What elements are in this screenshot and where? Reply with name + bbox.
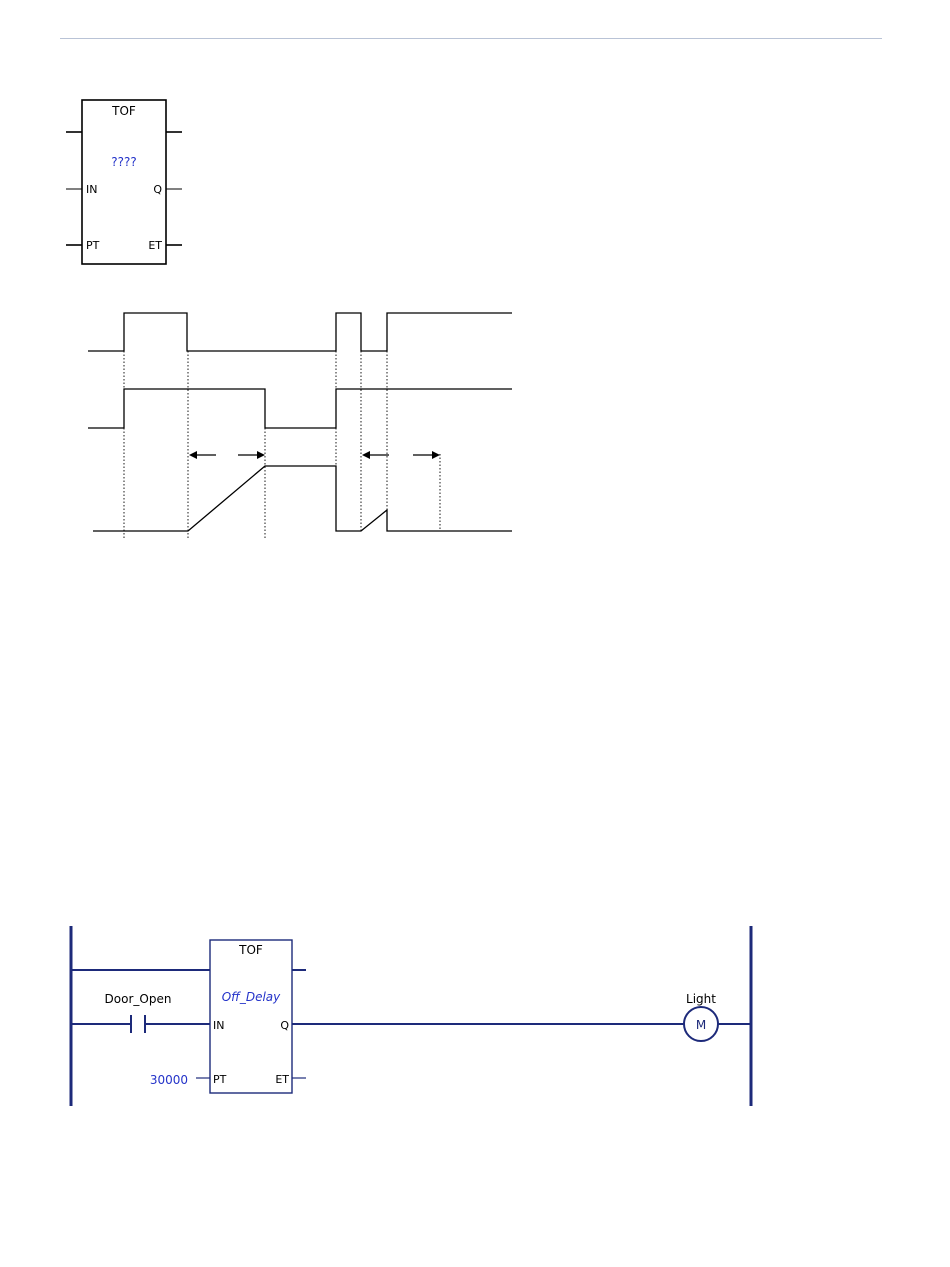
pt-arrowheads: [189, 451, 440, 459]
timing-guides: [124, 351, 440, 540]
in-signal-trace: [88, 313, 512, 351]
contact-label: Door_Open: [105, 992, 172, 1006]
timing-diagram: [88, 313, 512, 540]
et-signal-trace: [93, 466, 512, 531]
ladder-fb-name: TOF: [238, 943, 263, 957]
ladder-pt-label: PT: [213, 1073, 227, 1086]
ladder-q-label: Q: [280, 1019, 289, 1032]
ladder-in-label: IN: [213, 1019, 224, 1032]
coil-symbol: M: [696, 1018, 706, 1032]
fb-pt-label: PT: [86, 239, 100, 252]
fb-q-label: Q: [153, 183, 162, 196]
q-signal-trace: [88, 389, 512, 428]
ladder-et-label: ET: [275, 1073, 289, 1086]
fb-name: TOF: [111, 104, 136, 118]
ladder-fb-box: [210, 940, 292, 1093]
pt-value: 30000: [150, 1073, 188, 1087]
coil-label: Light: [686, 992, 716, 1006]
fb-et-label: ET: [148, 239, 162, 252]
ladder-fb-instance: Off_Delay: [222, 990, 281, 1004]
fb-in-label: IN: [86, 183, 97, 196]
fb-instance: ????: [111, 155, 136, 169]
